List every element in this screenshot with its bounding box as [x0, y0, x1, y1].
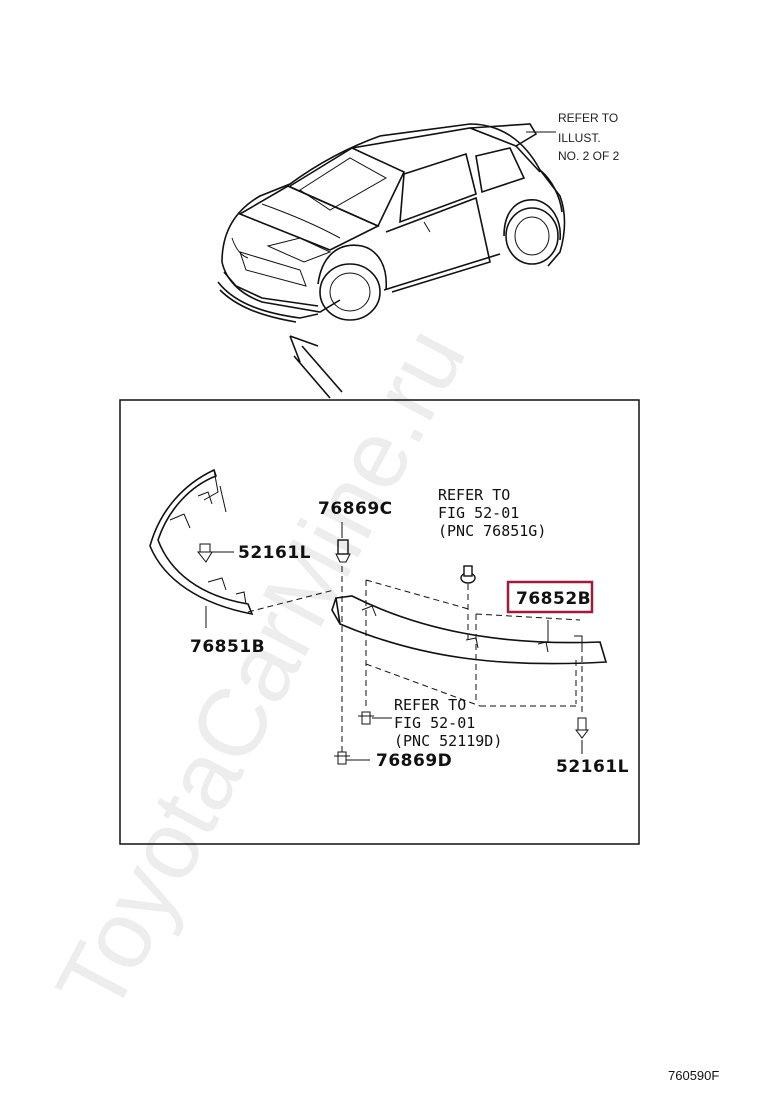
part-label-76869d: 76869D	[376, 751, 452, 771]
car-illustration	[217, 123, 566, 323]
part-label-76869c: 76869C	[318, 499, 393, 519]
refer-bottom-line-2: FIG 52-01	[394, 714, 475, 732]
car-callout-line-2: ILLUST.	[558, 131, 601, 145]
detail-box	[119, 399, 640, 845]
car-callout-line-1: REFER TO	[558, 111, 618, 125]
part-label-76852b: 76852B	[516, 589, 591, 609]
refer-bottom-line-3: (PNC 52119D)	[394, 732, 502, 750]
clip-76869c	[335, 539, 351, 563]
clip-52161l-top	[196, 543, 213, 563]
part-label-52161l-top: 52161L	[238, 543, 311, 563]
watermark: ToyotaCarMine.ru	[36, 311, 486, 1030]
assembly-lines	[247, 566, 583, 752]
illustration-number: 760590F	[668, 1068, 719, 1083]
refer-bottom-line-1: REFER TO	[394, 696, 466, 714]
clip-76869d	[334, 751, 350, 765]
screw-refer-bottom	[358, 711, 374, 725]
car-callout-line-3: NO. 2 OF 2	[558, 149, 620, 163]
refer-top-line-1: REFER TO	[438, 486, 510, 504]
refer-top-line-3: (PNC 76851G)	[438, 522, 546, 540]
pointer-arrow	[289, 335, 343, 399]
highlight-box	[506, 580, 594, 614]
clip-refer-top	[460, 565, 476, 584]
refer-top-line-2: FIG 52-01	[438, 504, 519, 522]
spoiler-left-part	[149, 468, 254, 628]
part-label-76851b: 76851B	[190, 637, 265, 657]
part-label-52161l-bottom: 52161L	[556, 757, 629, 777]
clip-52161l-bottom	[575, 717, 589, 739]
